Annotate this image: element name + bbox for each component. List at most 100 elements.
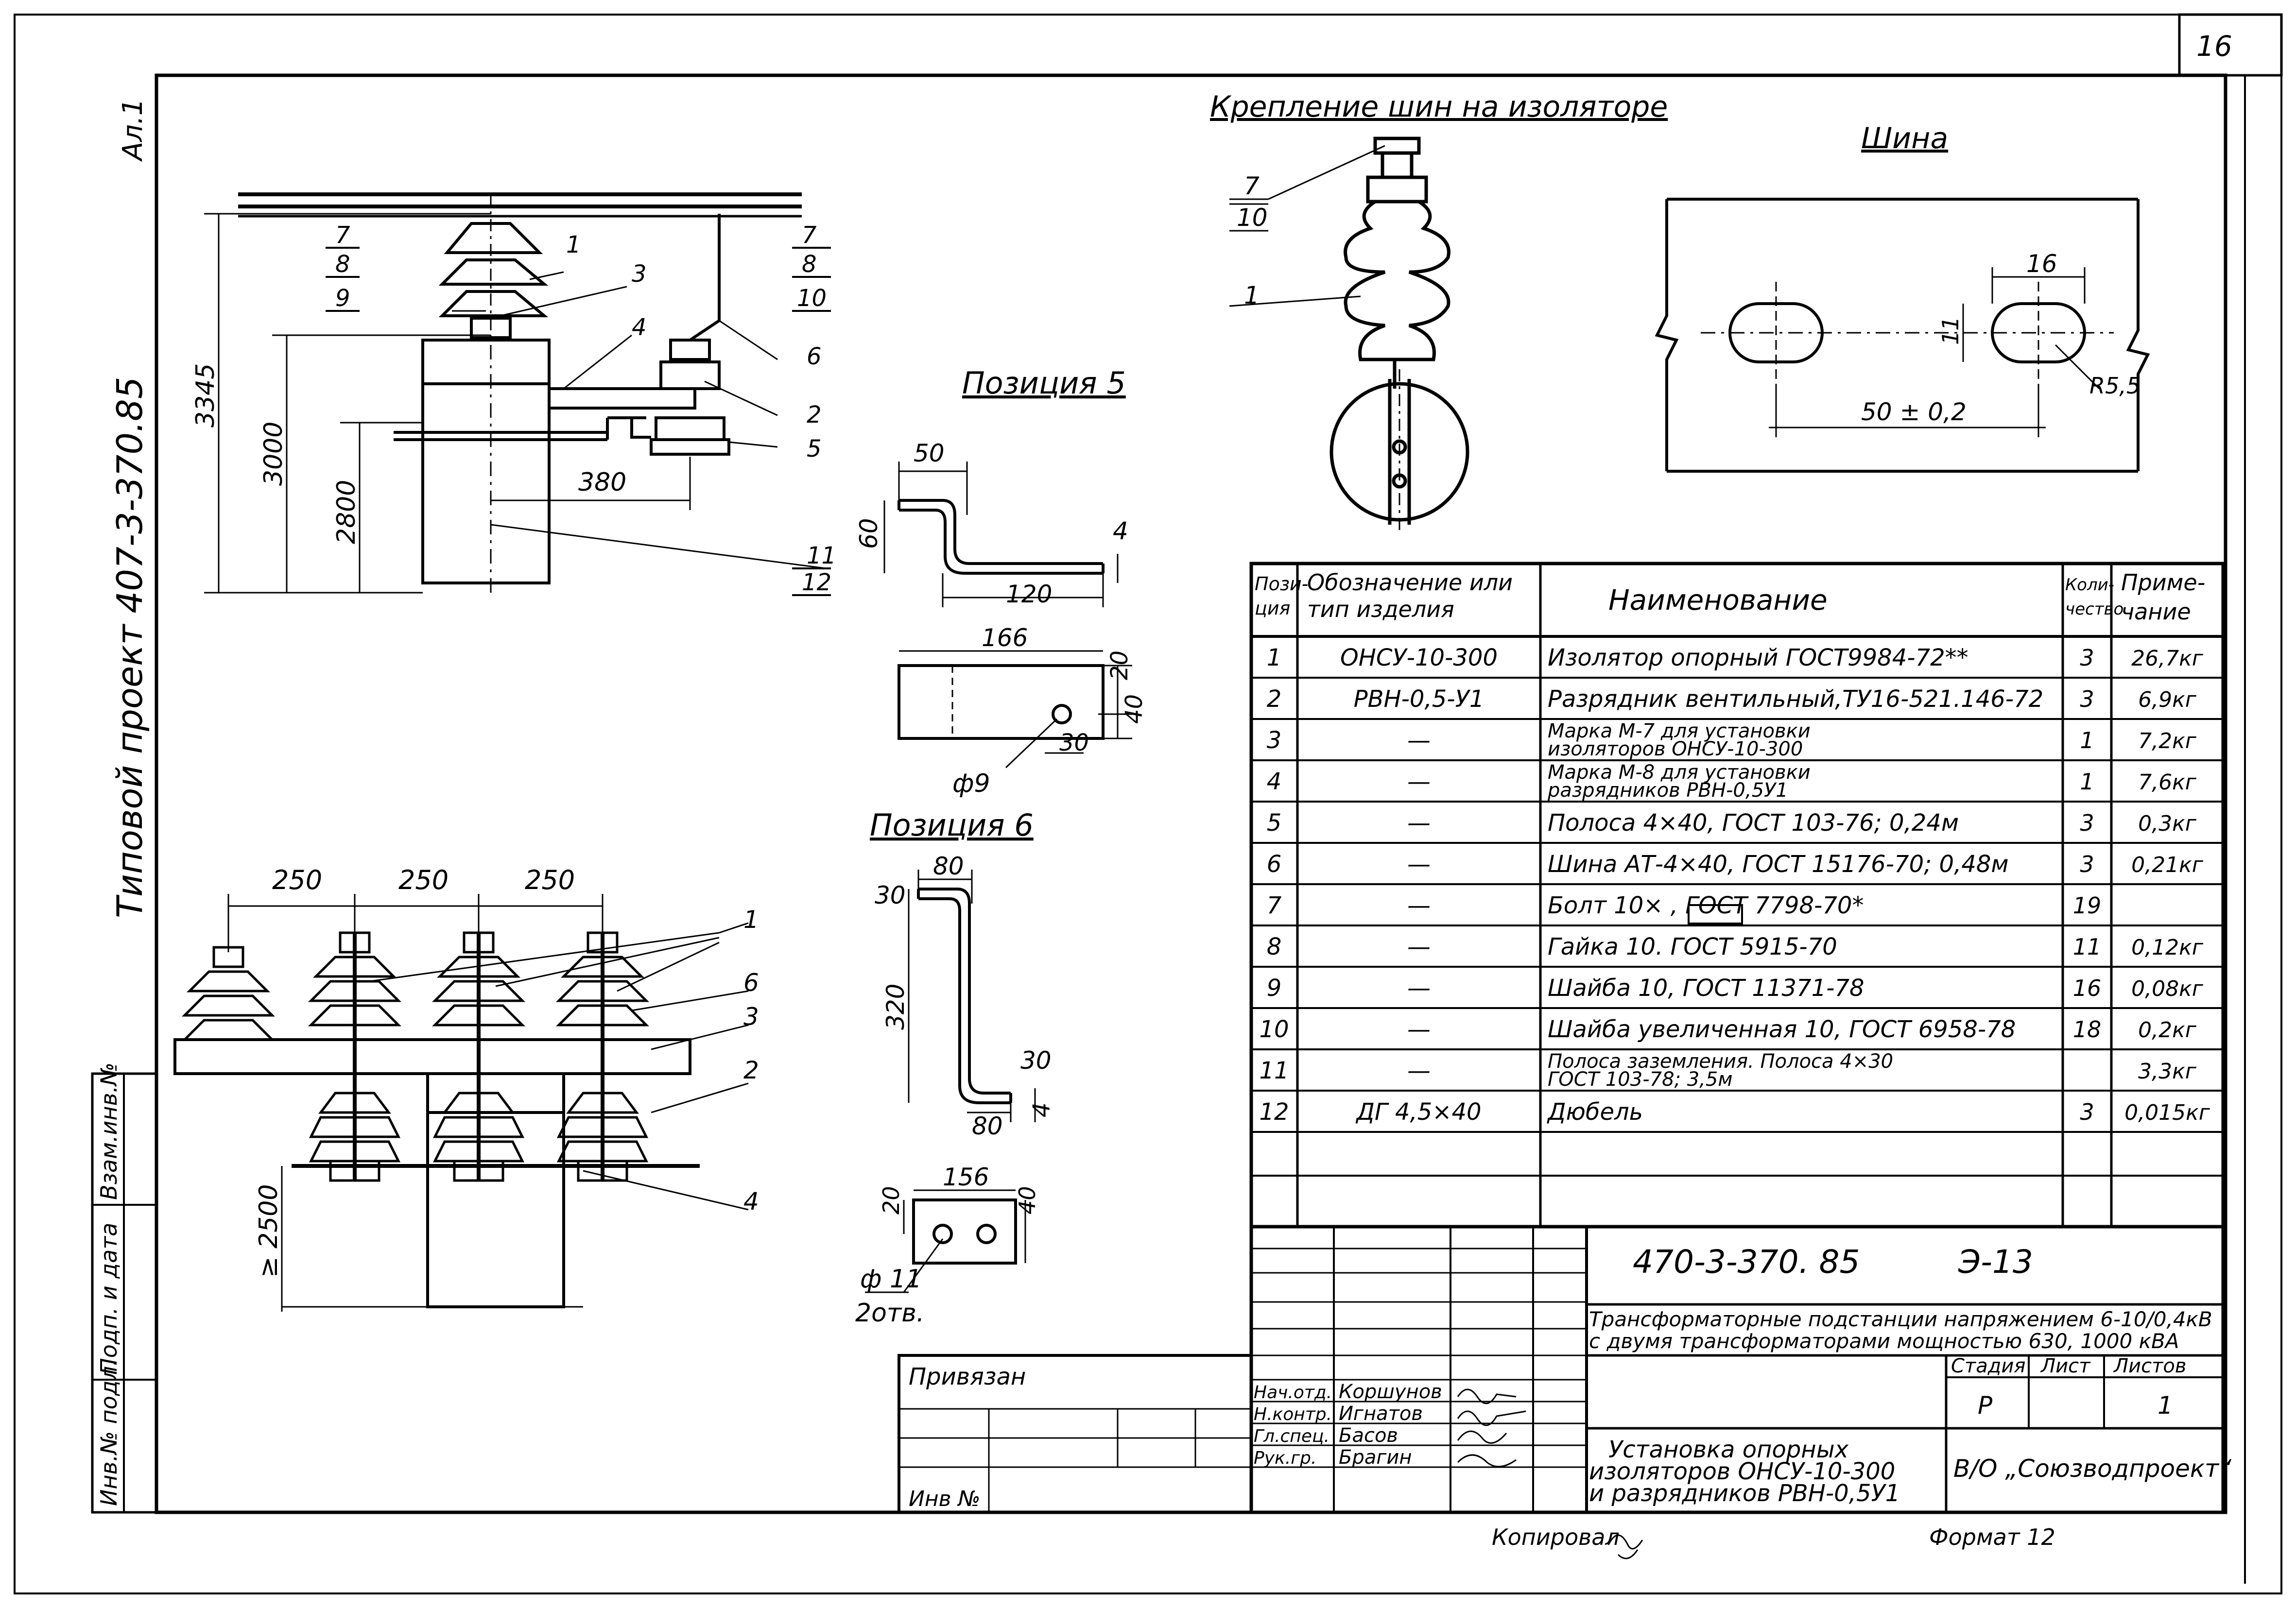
spec-row-note: 3,3кг bbox=[2138, 1059, 2197, 1084]
pos6-dim-30-top: 30 bbox=[875, 881, 906, 909]
pos5-dim-4: 4 bbox=[1113, 517, 1128, 545]
dim-spacing-2: 250 bbox=[398, 865, 449, 895]
bus-dim-radius: R5,5 bbox=[2089, 373, 2141, 399]
bottom-insulators bbox=[181, 931, 650, 1182]
spec-row-name: Изолятор опорный ГОСТ9984-72** bbox=[1548, 644, 1968, 671]
main-side-view bbox=[204, 192, 827, 594]
spec-header-name: Наименование bbox=[1608, 583, 1828, 616]
name-head-dept: Коршунов bbox=[1339, 1381, 1442, 1403]
spec-row-note: 26,7кг bbox=[2131, 646, 2204, 671]
callout-11-main: 11 bbox=[807, 542, 836, 569]
insulator-callout-1: 1 bbox=[1244, 281, 1260, 309]
stamp-inv-original: Инв.№ подл. bbox=[96, 1359, 122, 1506]
spec-row-note: 6,9кг bbox=[2138, 687, 2197, 712]
bottom-front-view bbox=[173, 894, 700, 1312]
callout-3-bottom: 3 bbox=[743, 1003, 759, 1031]
spec-row-qty: 3 bbox=[2080, 810, 2094, 836]
pos6-dims bbox=[865, 870, 1036, 1293]
spec-row-note: 0,2кг bbox=[2138, 1018, 2197, 1043]
dim-min-height: ≥ 2500 bbox=[254, 1184, 283, 1278]
insulator-detail-drawing bbox=[1329, 137, 1469, 534]
spec-row-qty: 3 bbox=[2080, 686, 2094, 712]
pos5-drawing bbox=[898, 499, 1105, 740]
spec-row-qty: 16 bbox=[2073, 975, 2102, 1001]
dim-offset: 380 bbox=[578, 468, 626, 497]
dim-overall-height: 3345 bbox=[191, 363, 220, 428]
callout-7-right: 7 bbox=[802, 222, 817, 249]
callout-6-bottom: 6 bbox=[743, 969, 759, 997]
name-norm-control: Игнатов bbox=[1339, 1403, 1423, 1425]
pos5-title: Позиция 5 bbox=[962, 365, 1126, 401]
callout-8-right: 8 bbox=[802, 251, 817, 278]
title-block-grid bbox=[898, 1225, 2225, 1514]
pos5-dim-30: 30 bbox=[1059, 729, 1089, 756]
bus-dim-11: 11 bbox=[1937, 316, 1964, 345]
pos5-dim-20: 20 bbox=[1106, 650, 1133, 680]
spec-row-pos: 4 bbox=[1267, 768, 1282, 795]
dim-mid-height: 3000 bbox=[259, 422, 288, 486]
pos6-dim-320: 320 bbox=[881, 984, 910, 1030]
spec-row-qty: 3 bbox=[2080, 1099, 2094, 1125]
spec-row-designation: — bbox=[1407, 1016, 1431, 1043]
spec-row-note: 7,6кг bbox=[2138, 770, 2197, 795]
spec-row-name: Болт 10× , ГОСТ 7798-70* bbox=[1548, 892, 1864, 919]
spec-row-name-line2: ГОСТ 103-78; 3,5м bbox=[1548, 1068, 1733, 1091]
main-callouts-left bbox=[326, 247, 831, 596]
pos6-dim-holes-count: 2отв. bbox=[855, 1299, 924, 1328]
spec-row-pos: 2 bbox=[1267, 685, 1282, 713]
role-group-lead: Рук.гр. bbox=[1254, 1448, 1316, 1468]
spec-row-qty: 18 bbox=[2073, 1016, 2102, 1043]
spec-row-qty: 11 bbox=[2073, 934, 2102, 960]
pos5-dim-50: 50 bbox=[914, 439, 945, 467]
spec-row-name-line2: изоляторов ОНСУ-10-300 bbox=[1548, 738, 1803, 760]
spec-row-qty: 19 bbox=[2073, 892, 2102, 919]
spec-table-grid bbox=[1249, 562, 2225, 1229]
left-stamp bbox=[91, 1072, 158, 1514]
spec-row-note: 0,21кг bbox=[2131, 853, 2204, 877]
spec-row-designation: — bbox=[1407, 975, 1431, 1002]
bus-dim-16: 16 bbox=[2026, 250, 2057, 278]
dim-low-height: 2800 bbox=[332, 480, 361, 544]
stage-header: Стадия bbox=[1951, 1355, 2025, 1377]
callout-8-left: 8 bbox=[335, 251, 350, 278]
format-label: Формат 12 bbox=[1929, 1524, 2055, 1550]
spec-row-note: 0,12кг bbox=[2131, 935, 2204, 960]
callout-5-main: 5 bbox=[807, 435, 822, 462]
spec-row-name: Разрядник вентильный,ТУ16-521.146-72 bbox=[1548, 685, 2043, 713]
callout-4-main: 4 bbox=[632, 314, 647, 341]
pos6-dim-40: 40 bbox=[1014, 1186, 1040, 1215]
spec-row-name: Марка М-7 для установки bbox=[1548, 720, 1811, 742]
spec-row-note: 0,015кг bbox=[2124, 1100, 2210, 1125]
pos5-dim-60: 60 bbox=[855, 518, 883, 549]
spec-row-designation: ДГ 4,5×40 bbox=[1355, 1098, 1481, 1126]
spec-row-note: 0,3кг bbox=[2138, 811, 2197, 836]
dim-spacing-1: 250 bbox=[272, 865, 322, 895]
spec-header-pos: Пози-ция bbox=[1255, 573, 1308, 619]
callout-12-main: 12 bbox=[802, 569, 831, 596]
spec-row-designation: — bbox=[1407, 809, 1431, 837]
callout-1-main: 1 bbox=[566, 231, 581, 258]
insulator-callout-7: 7 bbox=[1244, 172, 1260, 200]
insulator-callout-10: 10 bbox=[1237, 204, 1268, 232]
pos6-dim-20: 20 bbox=[878, 1186, 904, 1215]
stage-value: Р bbox=[1978, 1391, 1993, 1420]
pos5-dims bbox=[883, 462, 1132, 769]
spec-row-pos: 8 bbox=[1267, 933, 1282, 960]
spec-header-note: Приме-чание bbox=[2121, 569, 2205, 625]
spec-row-pos: 1 bbox=[1267, 644, 1282, 671]
spec-row-name: Гайка 10. ГОСТ 5915-70 bbox=[1548, 933, 1837, 960]
album-sheet-label: Ал.1 bbox=[117, 98, 149, 162]
spec-row-name: Полоса 4×40, ГОСТ 103-76; 0,24м bbox=[1548, 809, 1959, 837]
spec-row-qty: 1 bbox=[2080, 769, 2094, 795]
copied-by-label: Копировал bbox=[1492, 1524, 1620, 1550]
spec-row-note: 7,2кг bbox=[2138, 729, 2197, 753]
pos6-dim-80-bottom: 80 bbox=[972, 1112, 1003, 1140]
role-head-dept: Нач.отд. bbox=[1254, 1383, 1332, 1403]
insulator-detail-leaders bbox=[1229, 145, 1385, 307]
spec-row-name: Полоса заземления. Полоса 4×30 bbox=[1548, 1050, 1893, 1073]
spec-row-pos: 10 bbox=[1259, 1016, 1289, 1043]
callout-4-bottom: 4 bbox=[743, 1187, 759, 1215]
name-chief-specialist: Басов bbox=[1339, 1424, 1398, 1447]
